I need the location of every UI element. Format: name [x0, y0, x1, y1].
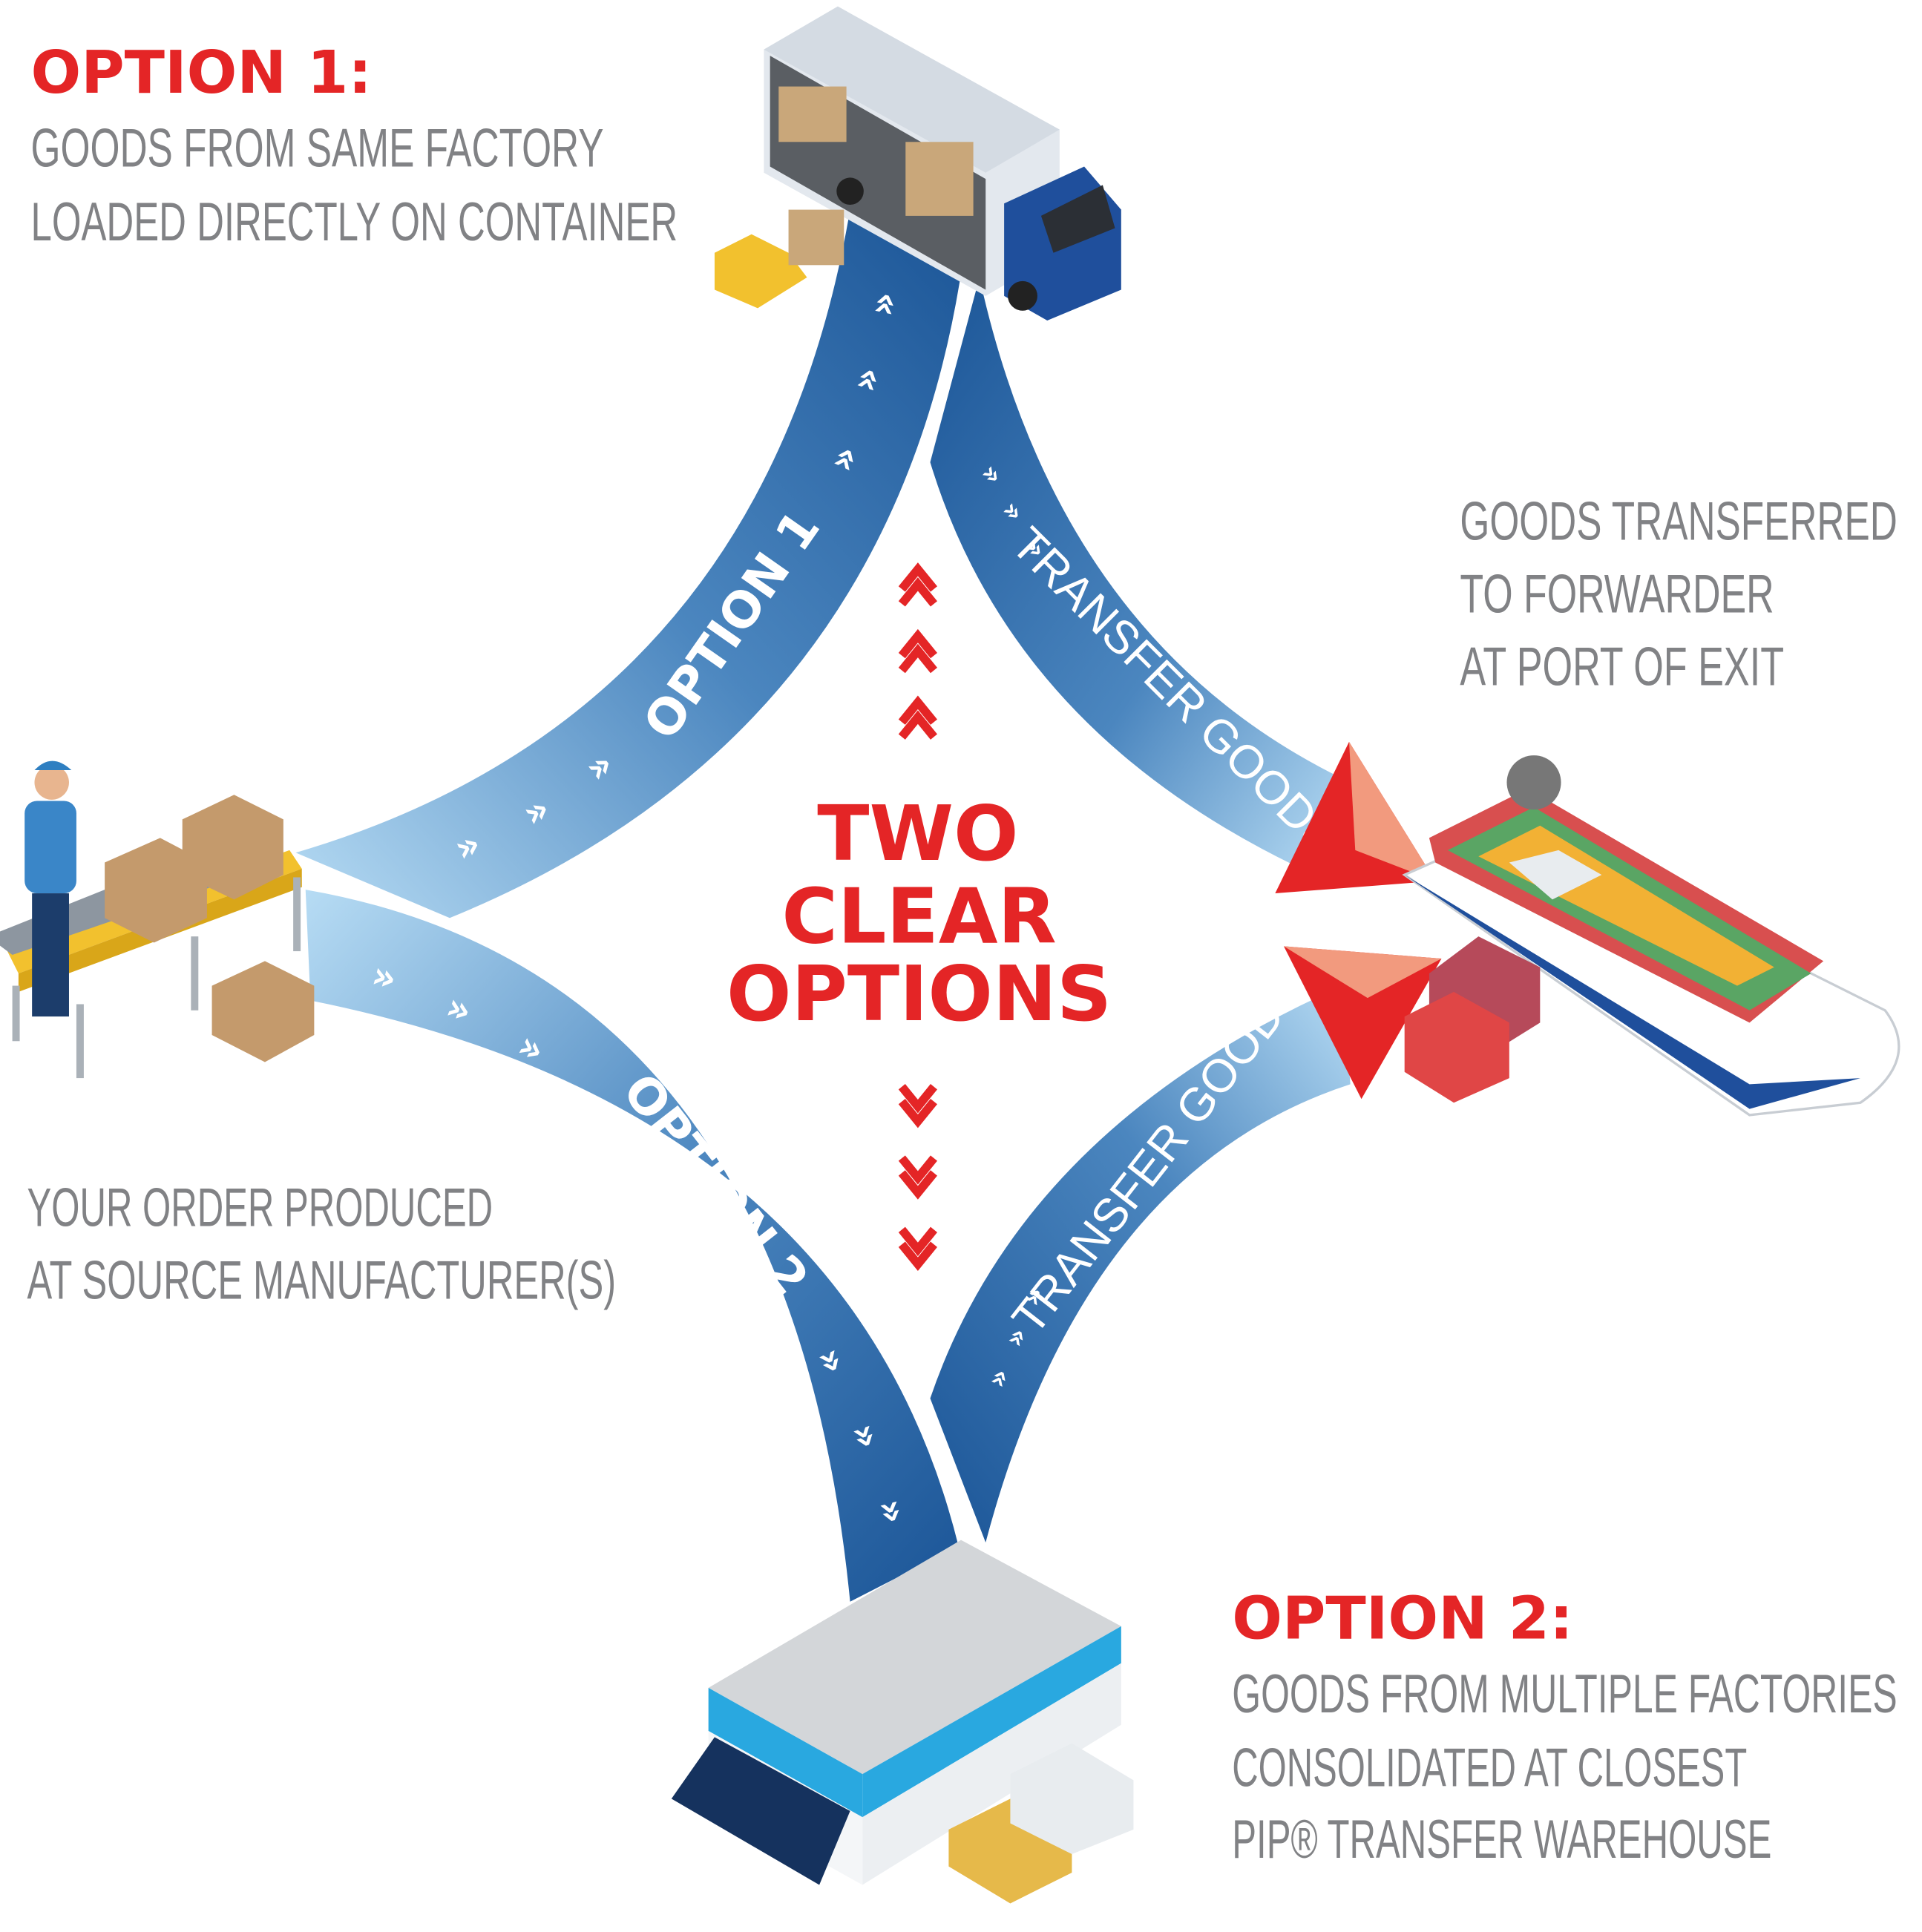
warehouse-illustration: [671, 1540, 1134, 1904]
transfer-top-label: TRANSFER GOODS: [1002, 518, 1349, 865]
up-chevrons: [898, 562, 937, 740]
down-chevron-icon: [898, 1084, 937, 1128]
option2-line-1: GOODS FROM MULTIPLE FACTORIES: [1232, 1664, 1897, 1725]
transfer-bottom-ribbon: [930, 985, 1351, 1542]
port-line-3: AT PORT OF EXIT: [1460, 637, 1784, 697]
source-line-1: YOUR ORDER PRODUCED: [27, 1178, 493, 1238]
source-line-2: AT SOURCE MANUFACTURER(S): [27, 1250, 617, 1310]
truck-illustration: [714, 6, 1121, 321]
arrowhead-top-highlight: [1348, 741, 1436, 881]
up-chevron-icon: [898, 628, 937, 674]
down-chevron-icon: [898, 1155, 937, 1200]
center-title-line-2: CLEAR: [781, 872, 1056, 961]
factory-worker-illustration: [0, 760, 315, 1079]
option2-line-3: PIP® TRANSFER WAREHOUSE: [1232, 1810, 1771, 1870]
option2-ribbon: [305, 890, 959, 1602]
transfer-top-ribbon: [930, 277, 1343, 865]
option1-line-2: LOADED DIRECTLY ON CONTAINER: [31, 192, 678, 252]
option2-line-2: CONSOLIDATED AT CLOSEST: [1232, 1738, 1747, 1798]
center-title-line-3: OPTIONS: [727, 950, 1112, 1039]
ship-illustration: [1402, 755, 1900, 1117]
down-chevron-icon: [898, 1226, 937, 1271]
option1-line-1: GOODS FROM SAME FACTORY: [31, 119, 604, 179]
option1-heading: OPTION 1:: [31, 38, 373, 107]
port-line-1: GOODS TRANSFERRED: [1460, 492, 1897, 552]
center-title-line-1: TWO: [817, 789, 1018, 878]
up-chevron-icon: [898, 562, 937, 607]
up-chevron-icon: [898, 695, 937, 740]
down-chevrons: [898, 1084, 937, 1271]
option1-ribbon: [295, 209, 961, 919]
option2-ribbon-label: OPTION 2: [611, 1062, 820, 1307]
arrowhead-bottom-icon: [1283, 946, 1442, 1100]
arrowhead-bottom-highlight: [1283, 946, 1442, 999]
port-line-2: TO FORWARDER: [1460, 565, 1774, 625]
option2-heading: OPTION 2:: [1232, 1584, 1573, 1653]
